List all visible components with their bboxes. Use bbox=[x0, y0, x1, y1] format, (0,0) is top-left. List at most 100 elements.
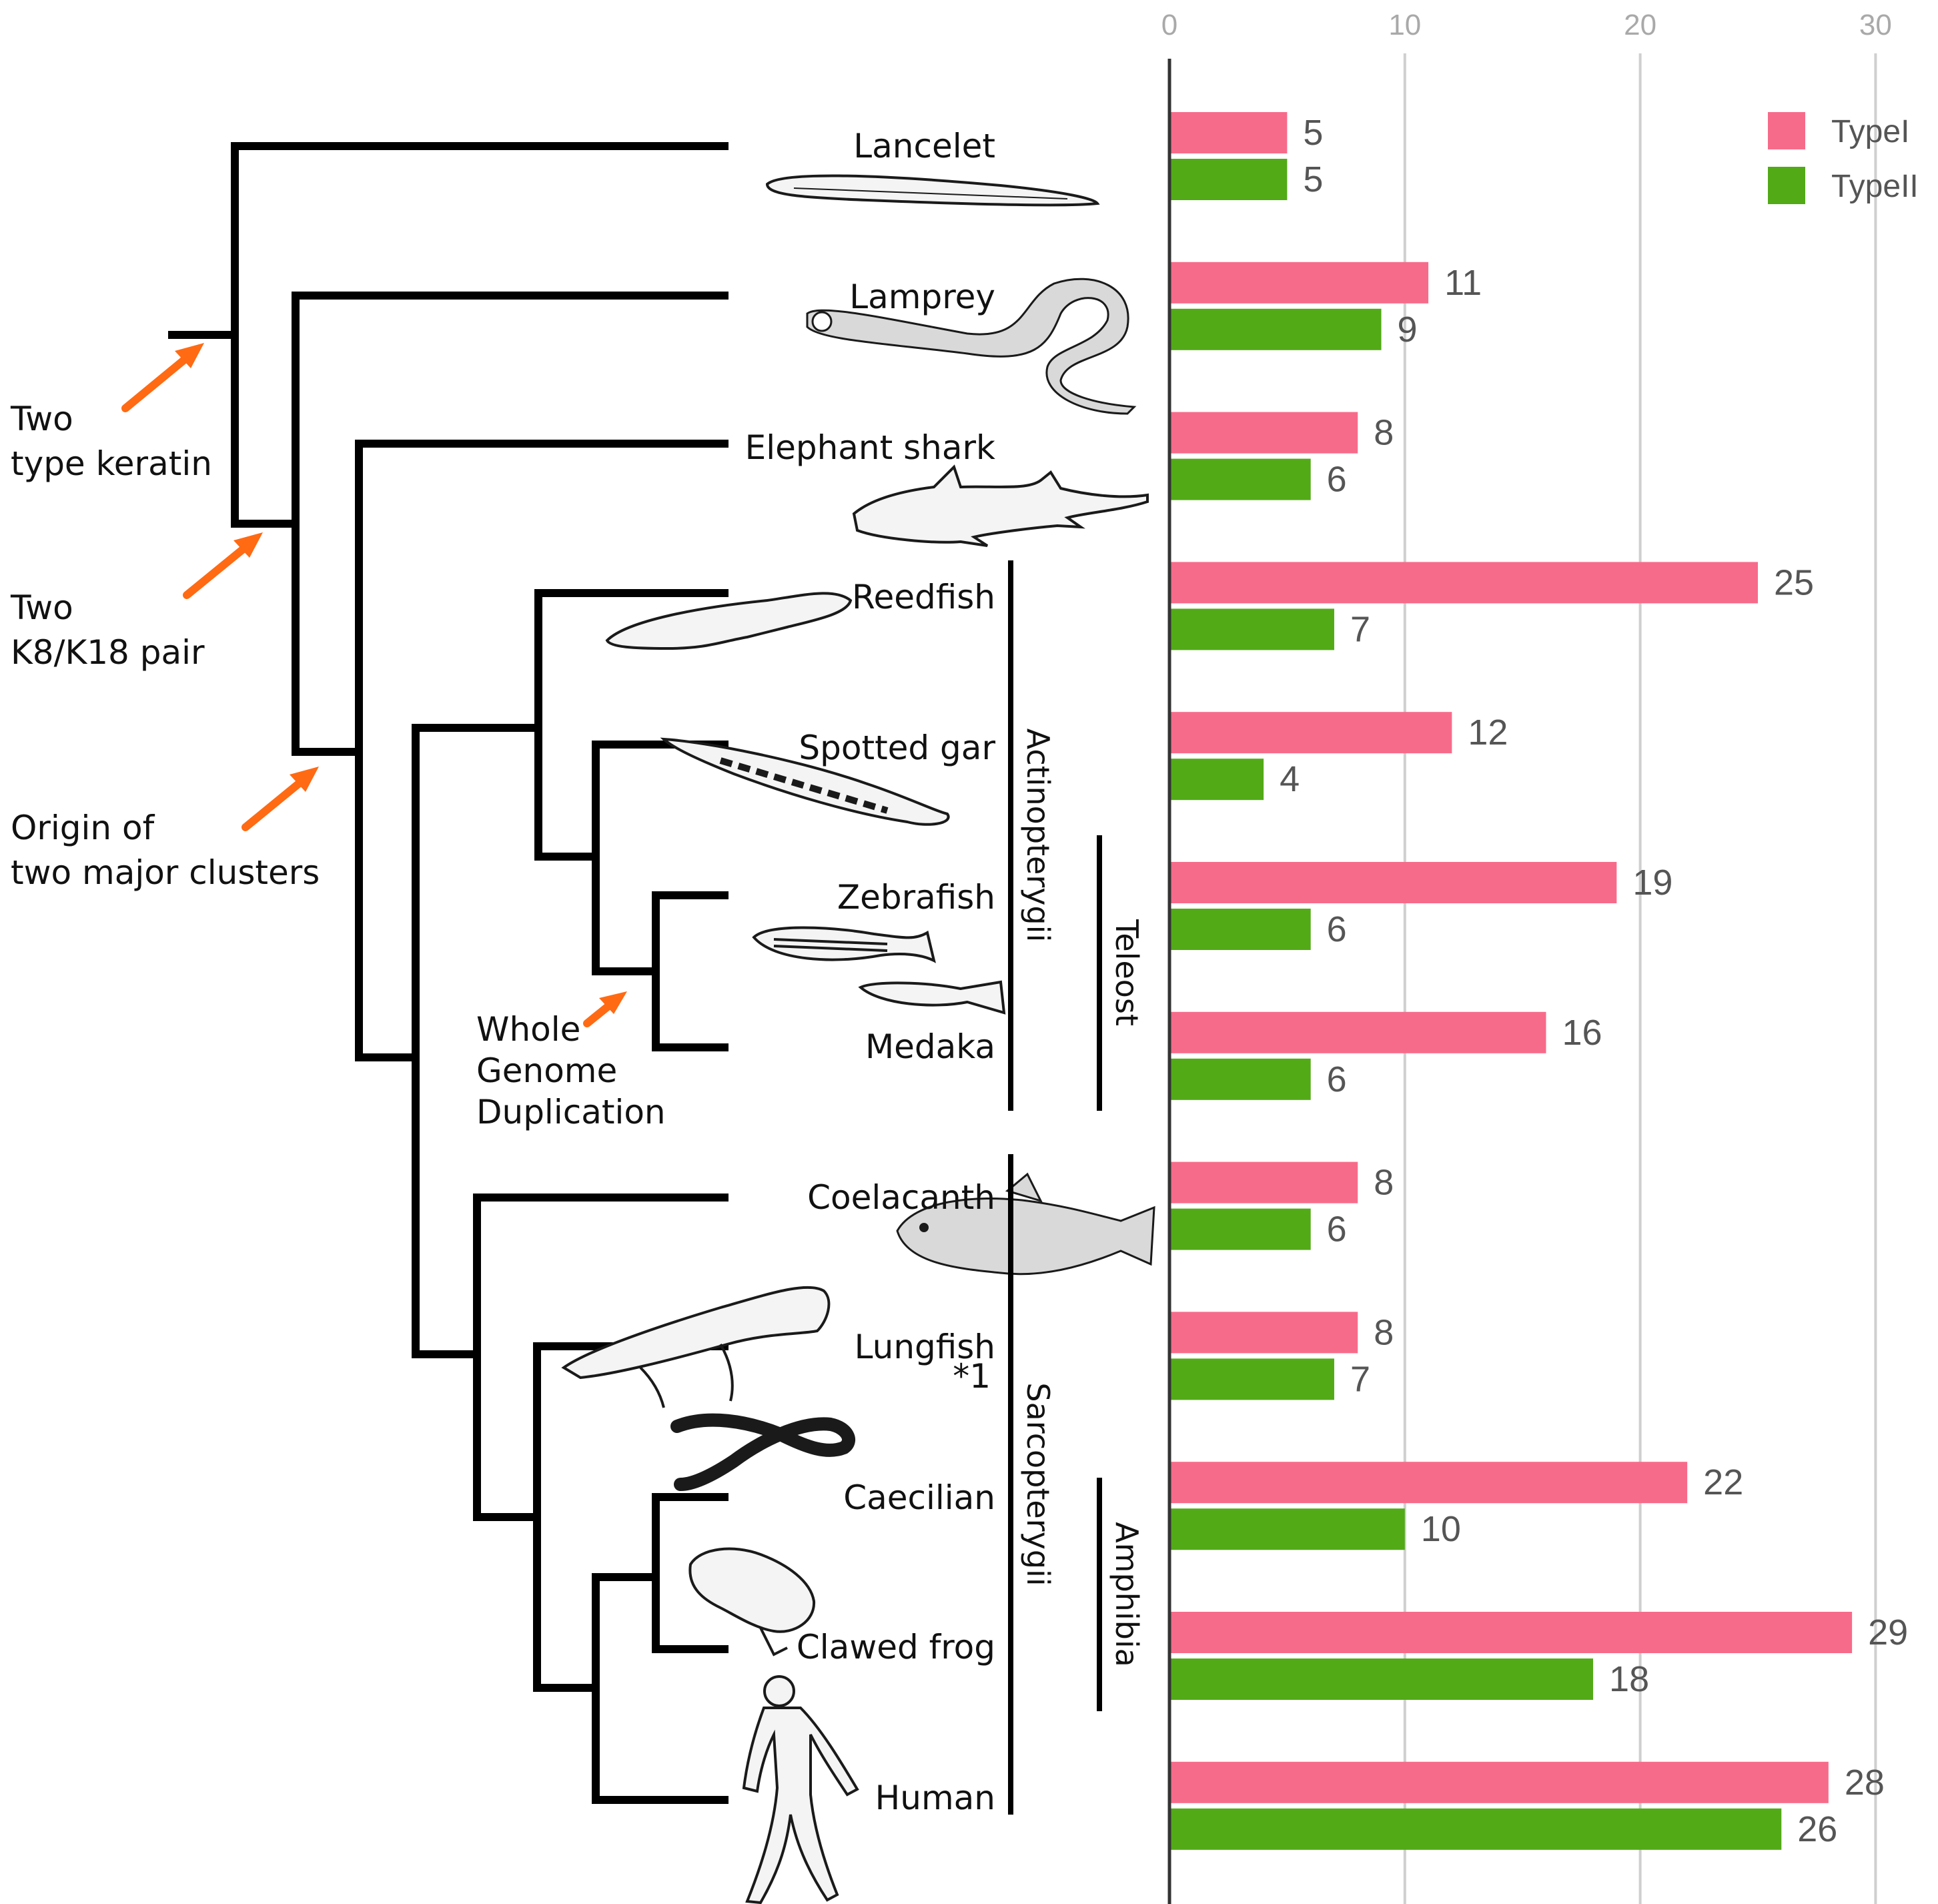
lancelet-icon bbox=[765, 174, 1100, 207]
human-icon bbox=[742, 1675, 859, 1904]
bar-lamprey-typei bbox=[1169, 262, 1429, 304]
arrow-two-type-keratin bbox=[121, 343, 204, 412]
bar-lancelet-typeii bbox=[1169, 159, 1288, 200]
value-label-medaka-typeii: 6 bbox=[1327, 1059, 1347, 1099]
clawed-frog-icon bbox=[688, 1547, 816, 1656]
bar-caecilian-typeii bbox=[1169, 1508, 1405, 1550]
value-label-lungfish-typeii: 7 bbox=[1350, 1359, 1370, 1399]
arrow-wgd bbox=[583, 991, 627, 1027]
value-label-clawed-frog-typeii: 18 bbox=[1609, 1659, 1649, 1699]
value-label-lancelet-typeii: 5 bbox=[1303, 159, 1323, 199]
value-label-lungfish-typei: 8 bbox=[1374, 1312, 1394, 1352]
annotation-wgd-line1: Whole bbox=[476, 1010, 580, 1049]
value-label-reedfish-typei: 25 bbox=[1774, 562, 1814, 602]
value-label-zebrafish-typei: 19 bbox=[1632, 863, 1672, 903]
chart-legend: TypeI TypeII bbox=[1768, 112, 1919, 204]
event-arrows bbox=[121, 343, 627, 1027]
species-label-elephant-shark: Elephant shark bbox=[745, 428, 995, 467]
phylogenetic-tree bbox=[168, 142, 729, 1804]
x-tick-label-20: 20 bbox=[1624, 9, 1656, 41]
bar-spotted-gar-typeii bbox=[1169, 759, 1264, 801]
bar-medaka-typeii bbox=[1169, 1058, 1311, 1100]
species-label-spotted-gar: Spotted gar bbox=[799, 729, 995, 767]
bar-elephant-shark-typeii bbox=[1169, 458, 1311, 500]
value-label-human-typei: 28 bbox=[1845, 1763, 1885, 1803]
value-label-elephant-shark-typei: 8 bbox=[1374, 413, 1394, 453]
chart-x-ticks: 0 10 20 30 bbox=[1161, 9, 1892, 41]
chart-bars bbox=[1169, 112, 1853, 1850]
arrow-two-clusters bbox=[241, 767, 319, 831]
value-label-reedfish-typeii: 7 bbox=[1350, 609, 1370, 649]
species-label-clawed-frog: Clawed frog bbox=[797, 1628, 995, 1667]
value-label-spotted-gar-typei: 12 bbox=[1468, 712, 1508, 753]
medaka-icon bbox=[858, 980, 1006, 1015]
legend-label-typei: TypeI bbox=[1831, 114, 1909, 149]
bar-clawed-frog-typei bbox=[1169, 1612, 1853, 1653]
bar-coelacanth-typei bbox=[1169, 1161, 1358, 1204]
value-label-zebrafish-typeii: 6 bbox=[1327, 909, 1347, 949]
clade-label-actinopterygii: Actinopterygii bbox=[1020, 729, 1056, 943]
caecilian-icon bbox=[670, 1413, 855, 1491]
bar-human-typei bbox=[1169, 1761, 1829, 1803]
value-label-lamprey-typei: 11 bbox=[1444, 263, 1482, 303]
species-label-zebrafish: Zebrafish bbox=[837, 878, 995, 917]
value-label-medaka-typei: 16 bbox=[1562, 1013, 1602, 1053]
coelacanth-icon bbox=[896, 1172, 1155, 1276]
value-label-human-typeii: 26 bbox=[1797, 1809, 1837, 1849]
bar-zebrafish-typeii bbox=[1169, 909, 1311, 950]
bar-medaka-typei bbox=[1169, 1011, 1546, 1053]
annotation-k8-k18-line2: K8/K18 pair bbox=[11, 633, 205, 672]
bar-spotted-gar-typei bbox=[1169, 712, 1452, 754]
value-label-coelacanth-typei: 8 bbox=[1374, 1163, 1394, 1203]
annotation-wgd-line3: Duplication bbox=[476, 1093, 666, 1131]
species-label-lancelet: Lancelet bbox=[853, 127, 995, 165]
species-label-reedfish: Reedfish bbox=[852, 578, 995, 616]
value-label-caecilian-typeii: 10 bbox=[1421, 1509, 1461, 1549]
lamprey-icon bbox=[806, 278, 1137, 415]
legend-label-typeii: TypeII bbox=[1831, 169, 1919, 204]
x-tick-label-30: 30 bbox=[1859, 9, 1892, 41]
annotation-two-clusters-line1: Origin of bbox=[11, 809, 155, 847]
bar-coelacanth-typeii bbox=[1169, 1208, 1311, 1250]
species-label-coelacanth: Coelacanth bbox=[807, 1178, 995, 1217]
bar-lungfish-typei bbox=[1169, 1312, 1358, 1354]
bar-lamprey-typeii bbox=[1169, 308, 1382, 350]
x-tick-label-0: 0 bbox=[1161, 9, 1177, 41]
arrow-k8-k18 bbox=[183, 532, 263, 599]
legend-swatch-typeii bbox=[1768, 167, 1805, 204]
species-label-human: Human bbox=[875, 1779, 995, 1817]
annotation-two-clusters-line2: two major clusters bbox=[11, 853, 320, 892]
annotation-wgd-line2: Genome bbox=[476, 1051, 617, 1090]
lungfish-icon bbox=[561, 1286, 831, 1408]
bar-clawed-frog-typeii bbox=[1169, 1658, 1594, 1700]
bar-caecilian-typei bbox=[1169, 1462, 1688, 1504]
lungfish-footnote-mark: *1 bbox=[953, 1357, 991, 1396]
annotation-k8-k18-line1: Two bbox=[10, 588, 73, 627]
value-label-lancelet-typei: 5 bbox=[1303, 113, 1323, 153]
spotted-gar-icon bbox=[660, 737, 950, 826]
annotation-two-type-keratin-line1: Two bbox=[10, 400, 73, 438]
species-label-lamprey: Lamprey bbox=[849, 278, 995, 316]
clade-label-teleost: Teleost bbox=[1109, 919, 1145, 1026]
clade-label-sarcopterygii: Sarcopterygii bbox=[1020, 1382, 1056, 1586]
elephant-shark-icon bbox=[852, 464, 1149, 547]
clade-label-amphibia: Amphibia bbox=[1109, 1522, 1145, 1667]
chart-gridlines bbox=[1403, 53, 1877, 1904]
species-label-lungfish: Lungfish bbox=[855, 1328, 995, 1366]
bar-zebrafish-typei bbox=[1169, 862, 1617, 903]
value-label-elephant-shark-typeii: 6 bbox=[1327, 460, 1347, 500]
legend-swatch-typei bbox=[1768, 112, 1805, 149]
zebrafish-icon bbox=[752, 926, 936, 963]
clade-brackets: Actinopterygii Teleost Sarcopterygii Amp… bbox=[1008, 560, 1145, 1815]
x-tick-label-10: 10 bbox=[1388, 9, 1421, 41]
value-label-lamprey-typeii: 9 bbox=[1398, 310, 1418, 350]
bar-human-typeii bbox=[1169, 1808, 1782, 1850]
bar-lungfish-typeii bbox=[1169, 1358, 1334, 1400]
species-label-medaka: Medaka bbox=[865, 1027, 995, 1066]
value-label-coelacanth-typeii: 6 bbox=[1327, 1210, 1347, 1250]
annotation-two-type-keratin-line2: type keratin bbox=[11, 444, 212, 483]
value-label-clawed-frog-typei: 29 bbox=[1868, 1612, 1908, 1652]
